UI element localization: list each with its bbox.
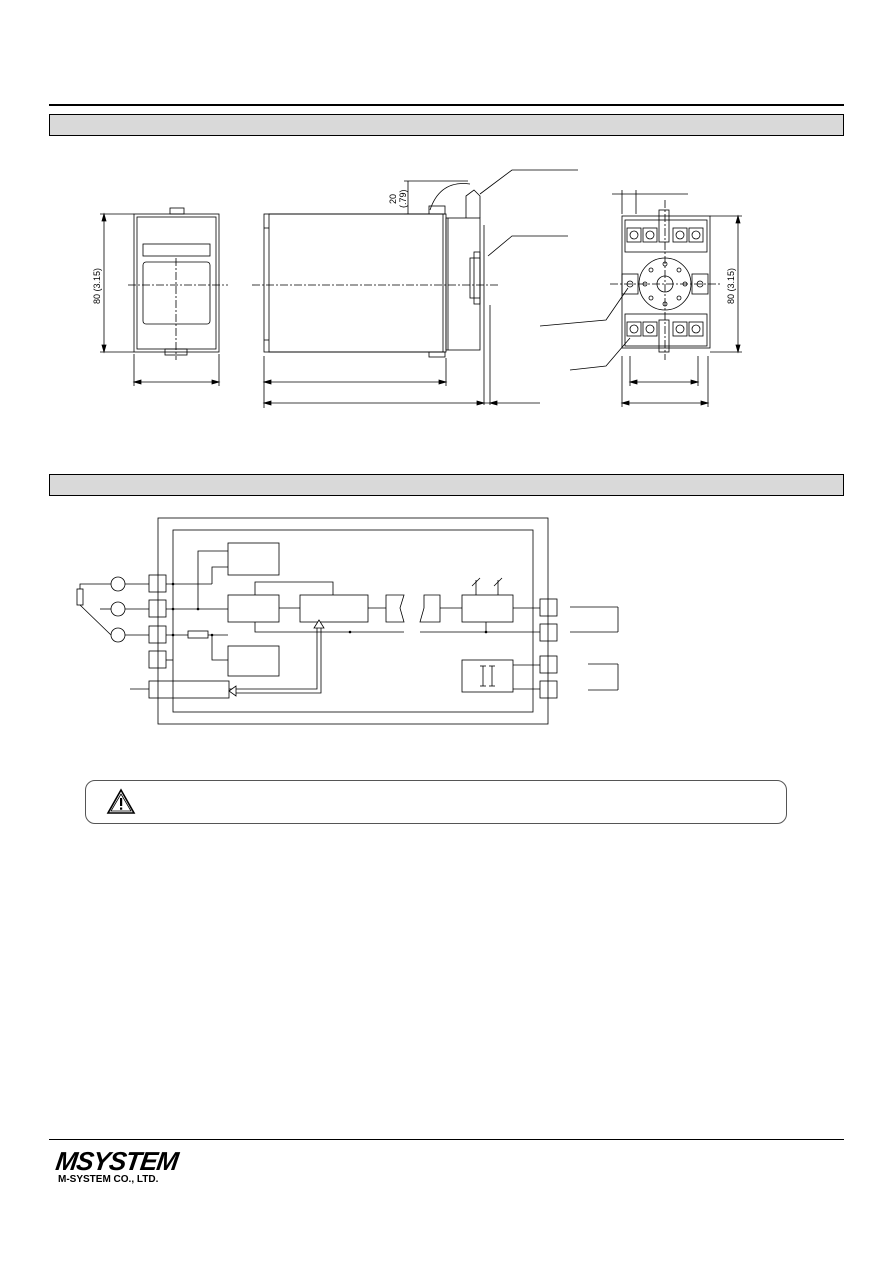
rail-height-label: 20 <box>388 194 398 204</box>
rail-height-label-inch: (.79) <box>398 189 408 208</box>
section-bar-schematic <box>49 474 844 496</box>
top-rule <box>49 104 844 106</box>
section-bar-dimensions <box>49 114 844 136</box>
height-label-left: 80 (3.15) <box>92 268 102 304</box>
company-name: M-SYSTEM CO., LTD. <box>58 1174 159 1185</box>
height-label-right: 80 (3.15) <box>726 268 736 304</box>
bottom-rule <box>49 1139 844 1140</box>
output-terminals <box>539 598 558 699</box>
dimensions-drawing: 80 (3.15) 80 (3.15) 20 (.79) <box>92 169 742 408</box>
rtd-sensor <box>76 576 149 643</box>
logo-wordmark: MSYSTEM <box>53 1146 180 1176</box>
side-view <box>252 169 578 408</box>
socket-terminals-bottom <box>626 321 704 337</box>
input-terminals <box>148 574 167 669</box>
company-logo: MSYSTEM M-SYSTEM CO., LTD. <box>53 1146 180 1186</box>
front-view <box>100 207 228 386</box>
socket-view <box>539 190 742 407</box>
warning-triangle-icon <box>106 788 136 814</box>
warning-box <box>85 780 787 824</box>
socket-terminals-top <box>626 227 704 243</box>
